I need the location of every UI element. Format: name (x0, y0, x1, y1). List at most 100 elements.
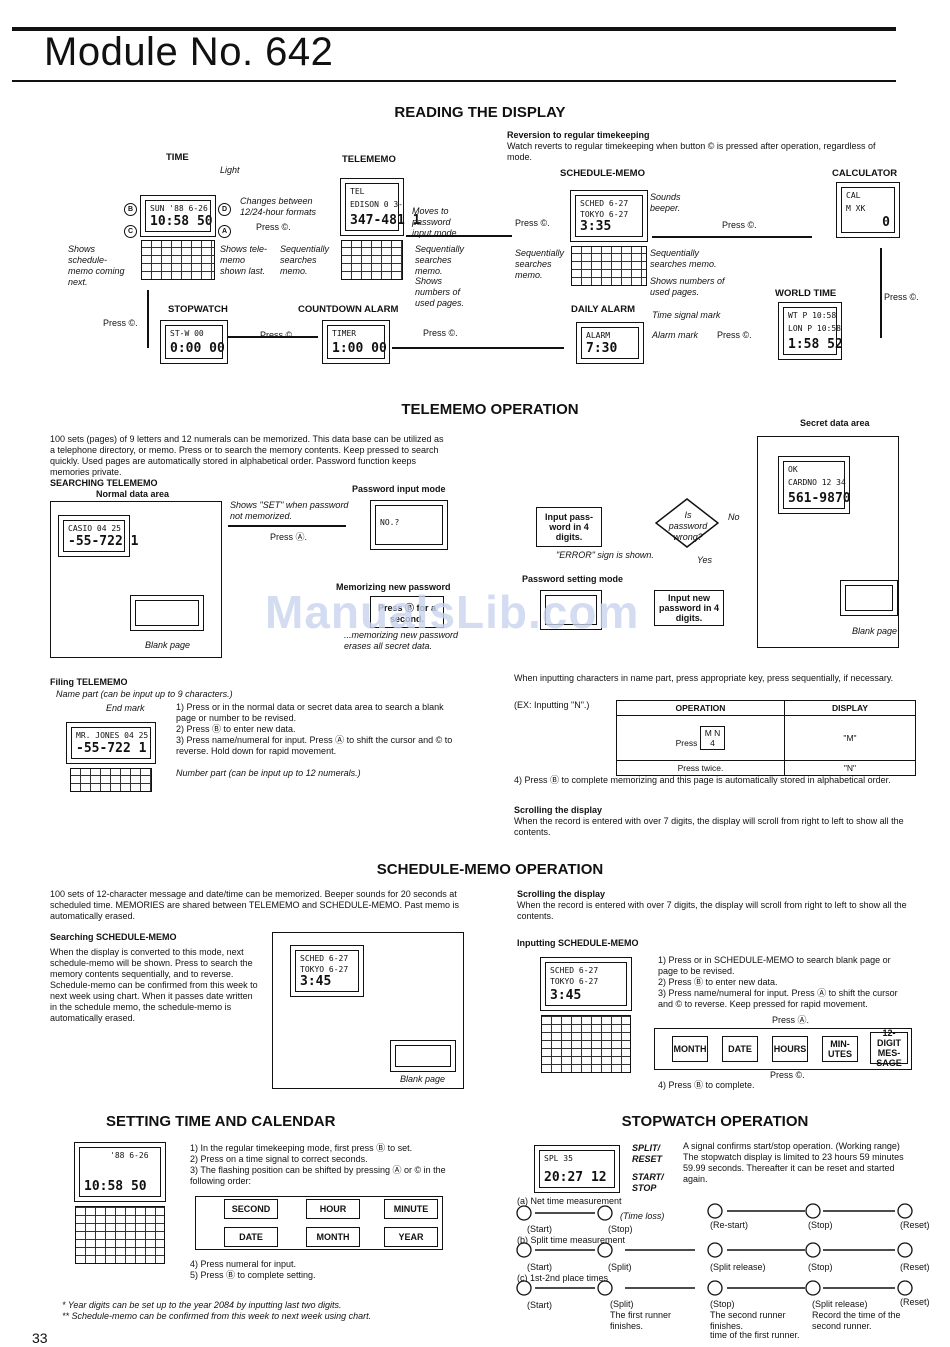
number-part-note: Number part (can be input up to 12 numer… (176, 768, 361, 778)
note-shows-numbers: Shows numbers of used pages. (415, 276, 465, 308)
keypad-jones (70, 768, 152, 792)
section-title-schedule: SCHEDULE-MEMO OPERATION (376, 861, 604, 878)
filing-step-2: 2) Press Ⓑ to enter new data. (176, 724, 296, 734)
note-moves-password: Moves to password input mode. (412, 206, 460, 238)
press-c-4: Press ©. (884, 292, 919, 302)
net-time-title: (a) Net time measurement (517, 1196, 622, 1206)
press-c-7: Press ©. (260, 330, 295, 340)
second-runner: The second runner finishes. (710, 1310, 786, 1331)
mode-label-schedule: SCHEDULE-MEMO (560, 168, 645, 179)
sched-chain-loop (654, 1028, 912, 1070)
setting-step-3: 3) The flashing position can be shifted … (190, 1165, 446, 1186)
order-month: MONTH (306, 1227, 360, 1247)
searching-telememo: SEARCHING TELEMEMO (50, 478, 158, 488)
a-restart: (Re-start) (710, 1220, 748, 1230)
press-c-3: Press ©. (722, 220, 757, 230)
error-shown: "ERROR" sign is shown. (556, 550, 654, 560)
start-stop-label: START/ STOP (632, 1172, 664, 1193)
order-hour: HOUR (306, 1199, 360, 1219)
header-rule-bottom (12, 80, 896, 82)
filing-title: Filing TELEMEMO (50, 677, 128, 687)
arrow-line-4 (228, 336, 318, 338)
note-seq-3: Sequentially searches memo. (515, 248, 565, 280)
right-intro: When inputting characters in name part, … (514, 673, 894, 683)
table-header-operation: OPERATION (616, 700, 785, 716)
chain-date: DATE (722, 1036, 758, 1062)
watch-blank-2 (840, 580, 898, 616)
time-first: time of the first runner. (710, 1330, 800, 1340)
chain-month: MONTH (672, 1036, 708, 1062)
record-second: Record the time of the second runner. (812, 1310, 901, 1331)
arrow-line-5 (228, 525, 346, 527)
arrow-line-2 (652, 236, 812, 238)
order-second: SECOND (224, 1199, 278, 1219)
no-label: No (728, 512, 740, 522)
b-start: (Start) (527, 1262, 553, 1272)
input-new-box: Input new password in 4 digits. (654, 590, 724, 626)
scroll-text-2: When the record is entered with over 7 d… (517, 900, 907, 921)
reversion-text: Watch reverts to regular timekeeping whe… (507, 141, 876, 162)
note-seq-4: Sequentially searches memo. (650, 248, 717, 269)
sched-step-4: 4) Press Ⓑ to complete. (658, 1080, 755, 1090)
note-light: Light (220, 165, 240, 175)
split-reset-label: SPLIT/ RESET (632, 1143, 663, 1164)
watch-password-set (540, 590, 602, 630)
order-year: YEAR (384, 1227, 438, 1247)
mode-label-calculator: CALCULATOR (832, 168, 898, 179)
a-start: (Start) (527, 1224, 553, 1234)
setting-step-2: 2) Press on a time signal to correct sec… (190, 1154, 368, 1164)
b-reset: (Reset) (900, 1262, 930, 1272)
c-split-release: (Split release) (812, 1299, 868, 1309)
mode-label-countdown: COUNTDOWN ALARM (298, 304, 399, 315)
scroll-title-1: Scrolling the display (514, 805, 603, 815)
inputting-title: Inputting SCHEDULE-MEMO (517, 938, 639, 948)
scroll-text-1: When the record is entered with over 7 d… (514, 816, 904, 837)
section-title-setting: SETTING TIME AND CALENDAR (106, 1113, 336, 1130)
schedule-intro: 100 sets of 12-character message and dat… (50, 889, 459, 921)
note-shows-telememo: Shows tele-memo shown last. (220, 244, 268, 276)
note-changes: Changes between 12/24-hour formats (240, 196, 317, 217)
place-times-title: (c) 1st-2nd place times (517, 1273, 609, 1283)
page-number: 33 (32, 1330, 48, 1346)
section-title-reading: READING THE DISPLAY (394, 104, 566, 121)
c-stop: (Stop) (710, 1299, 735, 1309)
filing-step-3: 3) Press name/numeral for input. Press Ⓐ… (176, 735, 453, 756)
arrow-line-1 (406, 235, 512, 237)
table-header-display: DISPLAY (783, 700, 917, 716)
blank-page-3: Blank page (400, 1074, 446, 1084)
keypad-schedule (571, 246, 647, 286)
watch-jones: MR. JONES 04 25-55-722 1 (66, 722, 156, 764)
end-mark-note: End mark (106, 703, 145, 713)
mode-label-world: WORLD TIME (775, 288, 837, 299)
schedule-pages-box (272, 932, 464, 1089)
input-password-box: Input pass-word in 4 digits. (536, 507, 602, 547)
scroll-title-2: Scrolling the display (517, 889, 606, 899)
keypad-setting (75, 1206, 165, 1264)
chain-hours: HOURS (772, 1036, 808, 1062)
a-stop-2: (Stop) (808, 1220, 833, 1230)
sched-press-c: Press ©. (770, 1070, 805, 1080)
press-a-1: Press Ⓐ. (270, 532, 308, 542)
press-c-5: Press ©. (717, 330, 752, 340)
note-alarm-mark: Alarm mark (652, 330, 699, 340)
split-time-title: (b) Split time measurement (517, 1235, 626, 1245)
header-rule-top (12, 27, 896, 31)
normal-area-label: Normal data area (96, 489, 170, 499)
time-loss: (Time loss) (620, 1211, 665, 1221)
mode-label-telememo: TELEMEMO (342, 154, 396, 165)
keypad-telememo (341, 240, 403, 280)
b-stop: (Stop) (808, 1262, 833, 1272)
arrow-line-right (880, 248, 882, 338)
secret-area-label: Secret data area (800, 418, 870, 428)
mode-label-stopwatch: STOPWATCH (168, 304, 228, 315)
